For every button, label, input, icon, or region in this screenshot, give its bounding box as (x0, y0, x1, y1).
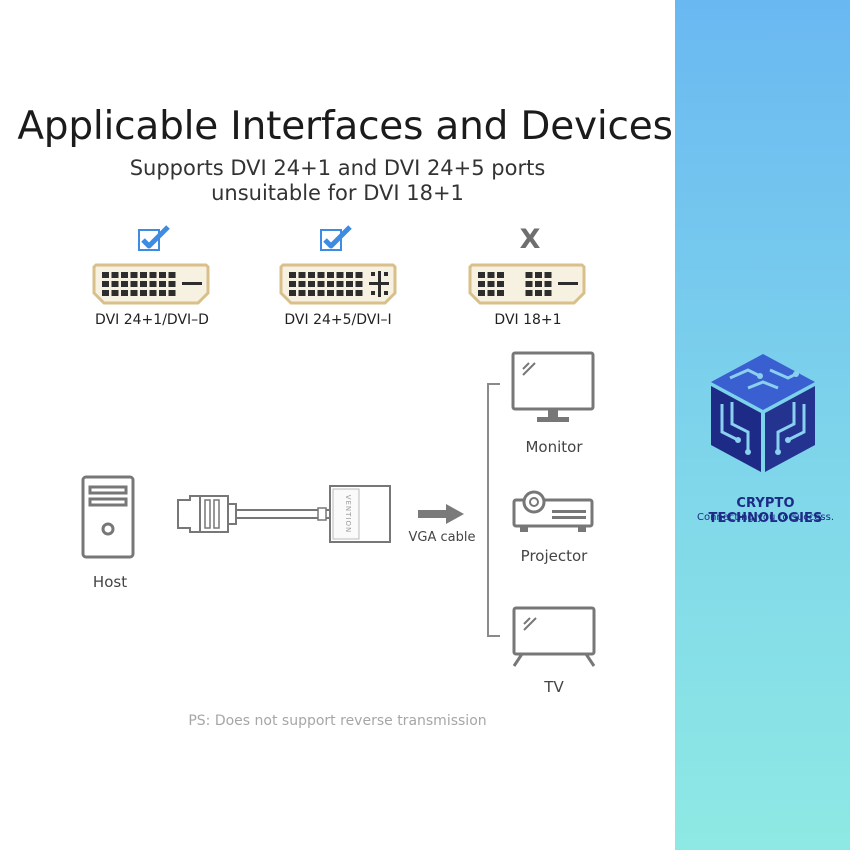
device-label-monitor: Monitor (525, 438, 583, 456)
device-label-tv: TV (544, 678, 564, 696)
projector-icon (512, 490, 594, 532)
port-label-dvi-24-5: DVI 24+5/DVI–I (284, 312, 392, 328)
checkbox-check-icon (320, 225, 352, 251)
page-title: Applicable Interfaces and Devices (17, 104, 673, 149)
device-label-projector: Projector (520, 547, 588, 565)
checkbox-check-icon (138, 225, 170, 251)
dvi-24-1-connector (92, 263, 210, 305)
arrow-right-icon (418, 504, 464, 524)
port-label-dvi-24-1: DVI 24+1/DVI–D (95, 312, 209, 328)
main-panel (0, 0, 675, 850)
monitor-icon (511, 351, 595, 422)
brand-tagline: Connecting you to success. (696, 512, 835, 523)
cable-label: VGA cable (408, 530, 476, 545)
brand-side-panel (675, 0, 850, 850)
port-label-dvi-18-1: DVI 18+1 (494, 312, 562, 328)
dvi-to-vga-adapter: VENTION (177, 485, 391, 543)
x-mark-icon: X (519, 224, 541, 255)
host-computer-icon (81, 475, 135, 559)
tv-icon (512, 606, 596, 667)
svg-text:VENTION: VENTION (344, 495, 352, 534)
subtitle-line-1: Supports DVI 24+1 and DVI 24+5 ports (129, 156, 546, 180)
brand-name: CRYPTO TECHNOLOGIES (708, 496, 823, 526)
reverse-transmission-note: PS: Does not support reverse transmissio… (188, 713, 487, 729)
device-bracket (487, 383, 500, 637)
dvi-24-5-connector (279, 263, 397, 305)
dvi-18-1-connector (468, 263, 586, 305)
circuit-cube-logo-icon (711, 354, 815, 472)
subtitle-line-2: unsuitable for DVI 18+1 (211, 181, 464, 205)
host-label: Host (92, 573, 128, 591)
